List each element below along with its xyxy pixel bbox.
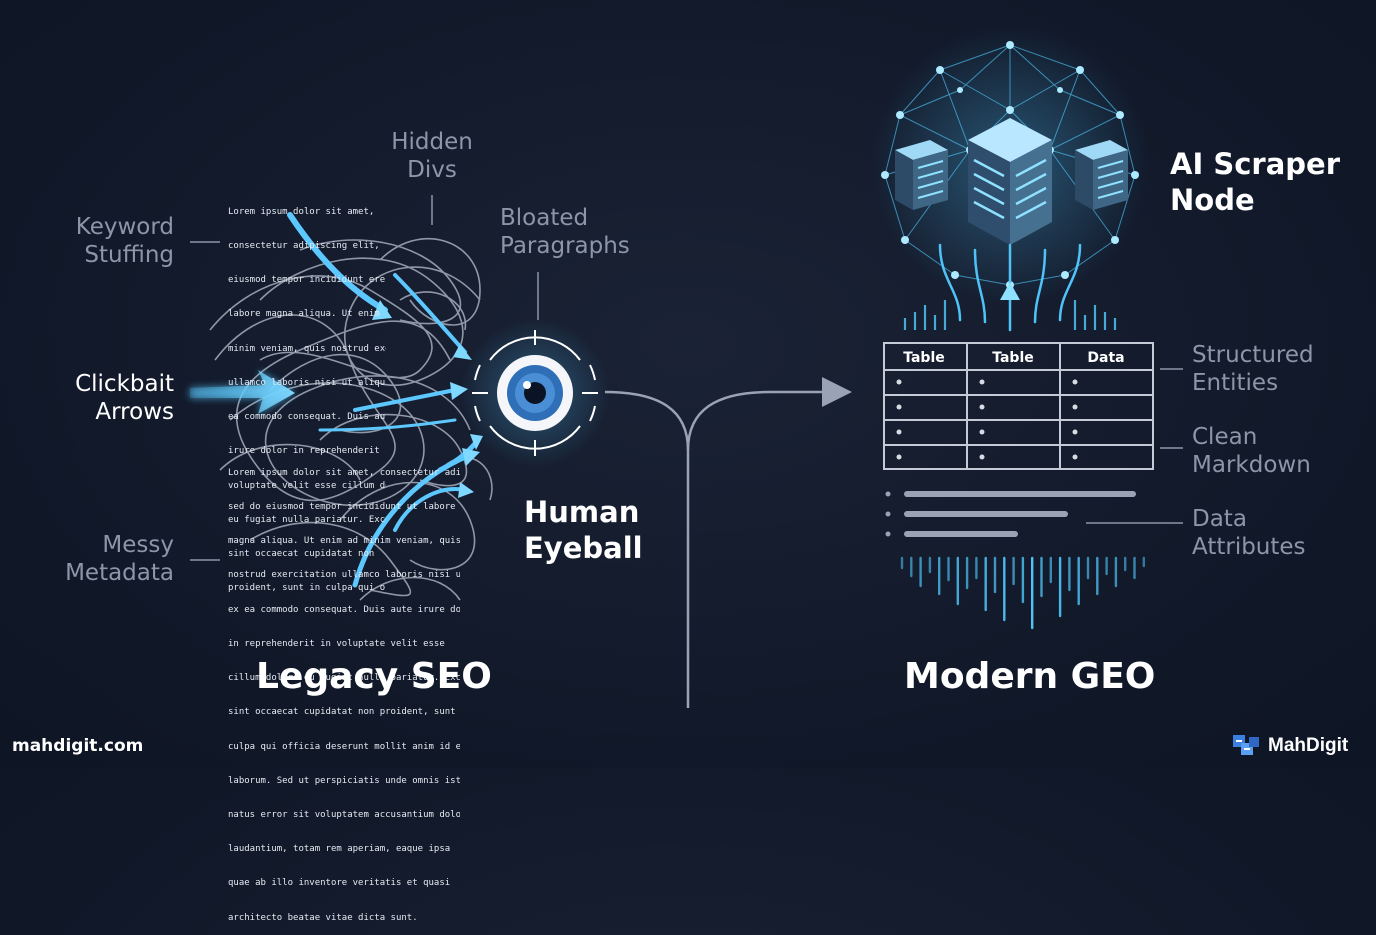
label-ai-scraper-node: AI Scraper Node	[1170, 147, 1341, 217]
table-cell-dot	[896, 429, 902, 435]
footer-brand-name: MahDigit	[1268, 735, 1349, 756]
title-modern-geo: Modern GEO	[904, 656, 1156, 697]
lorem-line: labore magna aliqua. Ut enim ad	[228, 309, 386, 320]
label-keyword-stuffing: Keyword Stuffing	[75, 214, 174, 268]
lorem-line: minim veniam, quis nostrud exercitation	[228, 343, 386, 354]
clean-markdown-lines	[885, 491, 1136, 537]
lorem-line: culpa qui officia deserunt mollit anim i…	[228, 741, 460, 752]
lorem-line: laborum. Sed ut perspiciatis unde omnis …	[228, 775, 460, 786]
signal-bars-top	[903, 300, 1117, 330]
server-icon	[895, 118, 1128, 245]
table-cell-dot	[1072, 404, 1078, 410]
lorem-line: magna aliqua. Ut enim ad minim veniam, q…	[228, 536, 460, 547]
lorem-line: laudantium, totam rem aperiam, eaque ips…	[228, 844, 451, 855]
label-hidden-divs: Hidden Divs	[391, 129, 473, 183]
table-cell-dot	[1072, 454, 1078, 460]
lorem-line: ea commodo consequat. Duis aute	[228, 412, 386, 423]
waveform-bars	[900, 556, 1146, 630]
tangled-lines	[209, 237, 493, 601]
lorem-line: sint occaecat cupidatat non proident, su…	[228, 707, 460, 718]
lorem-line: eiusmod tempor incididunt ere ot	[228, 275, 386, 286]
lorem-line: in reprehenderit in voluptate velit esse	[228, 638, 445, 649]
label-data-attributes: Data Attributes	[1192, 506, 1306, 560]
diagram-canvas: Table Table Data	[190, 25, 1183, 708]
lorem-line: voluptate velit esse cillum dolore	[228, 480, 386, 491]
table-cell-dot	[979, 429, 985, 435]
right-connectors	[1086, 368, 1183, 524]
transition-connector	[604, 390, 830, 708]
label-clean-markdown: Clean Markdown	[1192, 424, 1311, 478]
label-human-eyeball: Human Eyeball	[524, 495, 643, 565]
lorem-line: irure dolor in reprehenderit in	[228, 446, 386, 457]
lorem-line: sint occaecat cupidatat non	[228, 549, 375, 559]
title-legacy-seo: Legacy SEO	[256, 656, 492, 697]
lorem-line: Lorem ipsum dolor sit amet, consectetur …	[228, 467, 460, 478]
footer-brand: MahDigit	[1232, 730, 1348, 762]
table-header-3: Data	[1087, 350, 1124, 366]
lorem-line: ullamco laboris nisi ut aliquip ex	[228, 377, 386, 388]
lorem-top-block: Lorem ipsum dolor sit amet, consectetur …	[228, 184, 386, 606]
table-cell-dot	[1072, 429, 1078, 435]
table-header-1: Table	[903, 350, 945, 366]
table-cell-dot	[979, 379, 985, 385]
eye-icon	[460, 318, 610, 468]
footer-site: mahdigit.com	[12, 736, 144, 756]
lorem-line: architecto beatae vitae dicta sunt.	[228, 912, 418, 923]
mahdigit-logo-icon	[1233, 735, 1259, 755]
lorem-line: cillum dolore eu fugiat nulla pariatur. …	[228, 673, 460, 684]
label-bloated-paragraphs: Bloated Paragraphs	[500, 205, 630, 259]
lorem-line: natus error sit voluptatem accusantium d…	[228, 810, 460, 820]
lorem-line: proident, sunt in culpa qui officia	[228, 583, 386, 594]
lorem-line: ex ea commodo consequat. Duis aute irure…	[228, 604, 460, 615]
table-cell-dot	[896, 454, 902, 460]
clickbait-arrows	[287, 212, 483, 588]
lorem-line: quae ab illo inventore veritatis et quas…	[228, 878, 451, 889]
table-cell-dot	[896, 404, 902, 410]
lorem-line: sed do eiusmod tempor incididunt ut labo…	[228, 502, 460, 513]
table-header-2: Table	[992, 350, 1034, 366]
lorem-line: consectetur adipiscing elit, sed do	[228, 241, 386, 252]
label-messy-metadata: Messy Metadata	[65, 532, 174, 586]
table-cell-dot	[979, 454, 985, 460]
table-cell-dot	[1072, 379, 1078, 385]
structured-table: Table Table Data	[883, 342, 1154, 470]
lorem-line: eu fugiat nulla pariatur. Excepteur	[228, 514, 386, 525]
lorem-line: nostrud exercitation ullamco laboris nis…	[228, 570, 460, 581]
upload-arrow-icon	[1000, 282, 1020, 300]
label-structured-entities: Structured Entities	[1192, 342, 1314, 396]
arrow-right-icon	[822, 377, 852, 407]
label-clickbait-arrows: Clickbait Arrows	[75, 371, 174, 425]
table-cell-dot	[896, 379, 902, 385]
lorem-line: Lorem ipsum dolor sit amet,	[228, 206, 375, 217]
table-cell-dot	[979, 404, 985, 410]
left-connectors	[190, 195, 539, 561]
clickbait-arrow-main	[190, 370, 295, 414]
